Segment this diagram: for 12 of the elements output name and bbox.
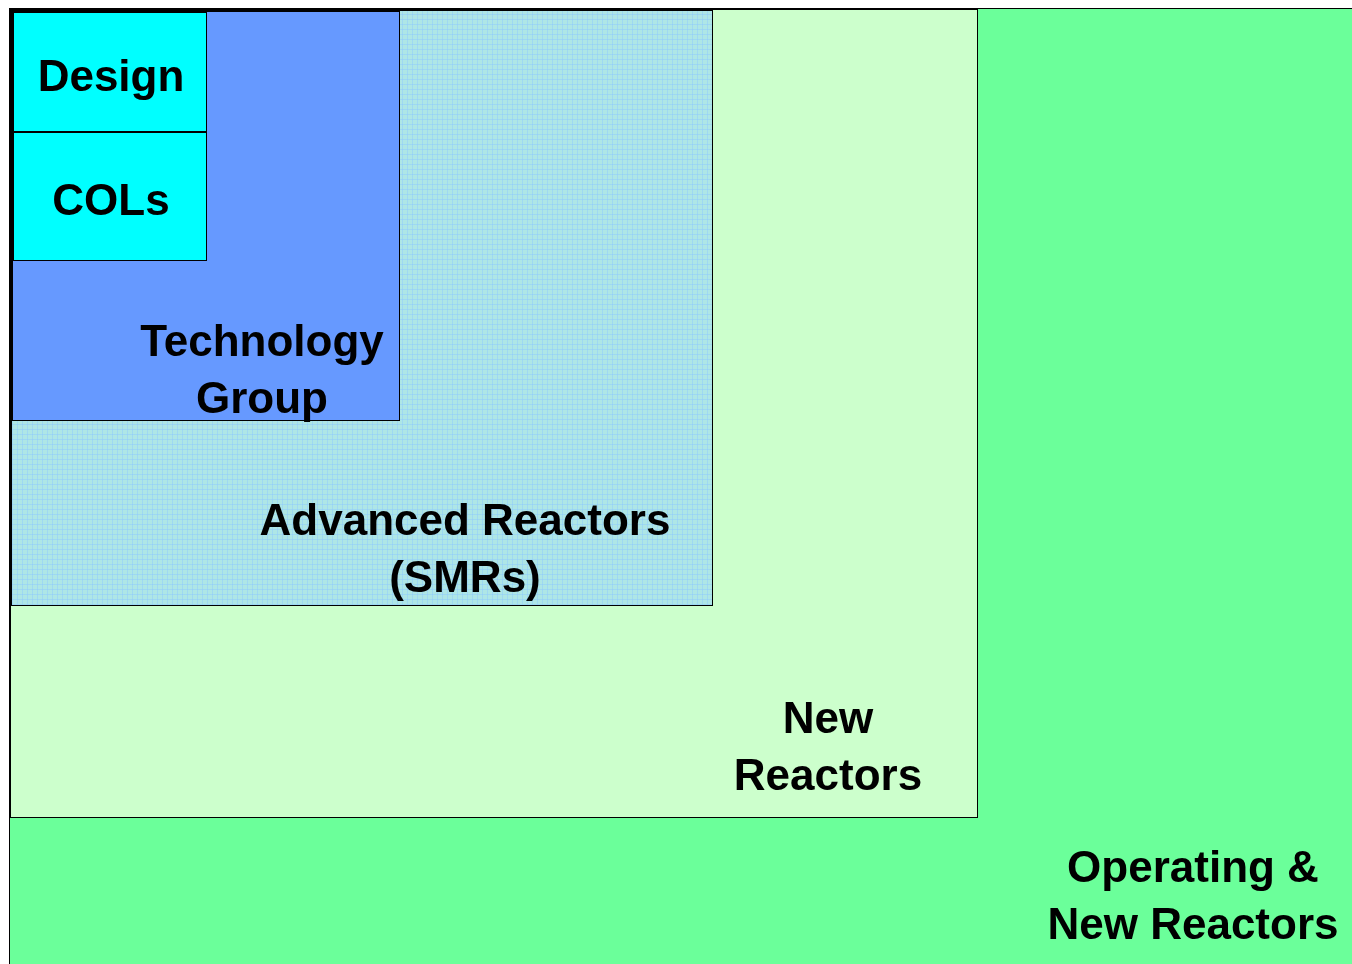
region-box [10, 9, 978, 818]
region-label: Operating & New Reactors [1046, 841, 1340, 950]
region-label: Technology Group [139, 315, 385, 424]
region-box [11, 10, 713, 606]
region-box [13, 12, 207, 132]
region-box [9, 8, 1352, 964]
region-label: Design [36, 50, 186, 102]
region-box [13, 132, 207, 261]
region-label: New Reactors [732, 692, 924, 801]
region-box [12, 11, 400, 421]
region-label: COLs [51, 174, 171, 226]
region-label: Advanced Reactors (SMRs) [258, 494, 672, 603]
